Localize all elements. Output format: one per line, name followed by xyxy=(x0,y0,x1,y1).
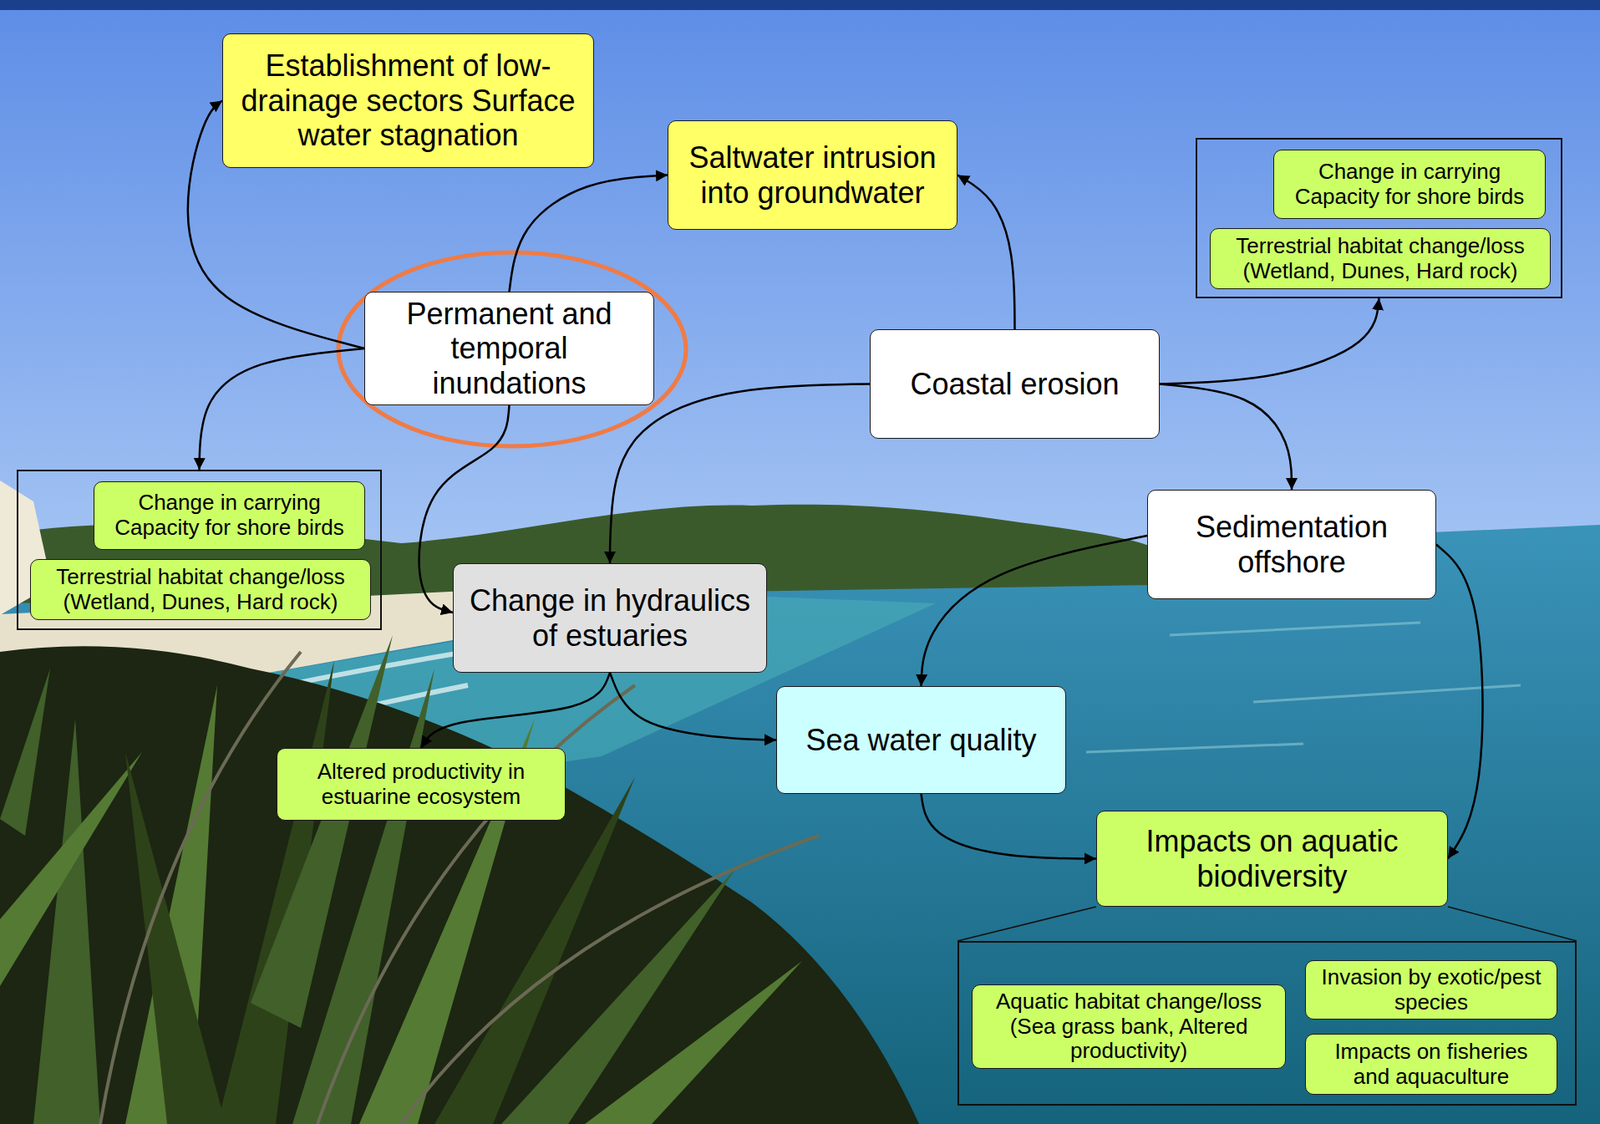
title-bar xyxy=(0,0,1600,11)
effect-box: Altered productivity in estuarine ecosys… xyxy=(276,747,566,821)
group-frame: Invasion by exotic/pest species Aquatic h… xyxy=(957,940,1577,1106)
arrow-connector xyxy=(921,793,1098,859)
node-text: Impacts on aquatic biodiversity xyxy=(1107,823,1438,894)
arrow-connector xyxy=(1159,298,1380,385)
effect-box: Establishment of low-drainage sectors Su… xyxy=(222,33,595,168)
arrow-connector xyxy=(609,384,870,564)
group-frame: Change in carrying Capacity for shore bi… xyxy=(16,469,382,630)
effect-box: Impacts on fisheries and aquaculture xyxy=(1305,1033,1558,1095)
effect-box: Change in carrying Capacity for shore bi… xyxy=(93,481,366,550)
node-text: Altered productivity in estuarine ecosys… xyxy=(287,759,555,810)
arrow-connector xyxy=(199,348,366,470)
effect-box: Permanent and temporal inundations xyxy=(364,291,655,406)
waves xyxy=(1086,622,1521,752)
leaves xyxy=(0,634,819,1124)
node-text: Coastal erosion xyxy=(909,366,1119,402)
arrow-connector xyxy=(957,175,1016,331)
node-text: Sedimentation offshore xyxy=(1158,509,1426,580)
node-text: Establishment of low-drainage sectors Su… xyxy=(233,48,584,153)
zoom-lines xyxy=(957,906,1577,941)
arrow-connector xyxy=(921,535,1148,686)
group-frame: Change in carrying Capacity for shore bi… xyxy=(1195,137,1563,299)
node-text: Terrestrial habitat change/loss (Wetland… xyxy=(40,564,361,615)
node-text: Permanent and temporal inundations xyxy=(375,296,644,401)
arrow-connector xyxy=(509,175,669,293)
effect-box: Impacts on aquatic biodiversity xyxy=(1096,810,1448,907)
node-text: Change in carrying Capacity for shore bi… xyxy=(1284,159,1535,210)
effect-box: Invasion by exotic/pest species xyxy=(1305,960,1558,1020)
sea xyxy=(0,524,1600,1124)
node-text: Terrestrial habitat change/loss (Wetland… xyxy=(1220,233,1540,285)
node-text: Saltwater intrusion into groundwater xyxy=(678,140,947,210)
effect-box: Sedimentation offshore xyxy=(1147,489,1437,600)
effect-box: Saltwater intrusion into groundwater xyxy=(667,120,958,230)
effect-box: Change in hydraulics of estuaries xyxy=(452,563,767,673)
node-text: Aquatic habitat change/loss (Sea grass b… xyxy=(982,989,1275,1065)
node-text: Sea water quality xyxy=(805,722,1037,757)
effect-box: Terrestrial habitat change/loss (Wetland… xyxy=(30,558,371,620)
effect-box: Coastal erosion xyxy=(869,329,1160,439)
node-text: Invasion by exotic/pest species xyxy=(1315,965,1547,1016)
effect-box: Sea water quality xyxy=(776,685,1067,794)
effect-box: Terrestrial habitat change/loss (Wetland… xyxy=(1209,228,1551,290)
node-text: Impacts on fisheries and aquaculture xyxy=(1315,1039,1547,1090)
node-text: Change in carrying Capacity for shore bi… xyxy=(104,490,355,541)
arrow-connector xyxy=(609,672,777,741)
effect-box: Aquatic habitat change/loss (Sea grass b… xyxy=(971,984,1286,1069)
node-text: Change in hydraulics of estuaries xyxy=(463,583,757,653)
arrow-connector xyxy=(1159,384,1292,491)
highlight-ellipse xyxy=(338,252,686,447)
arrow-connector xyxy=(421,672,610,748)
effect-box: Change in carrying Capacity for shore bi… xyxy=(1273,149,1546,219)
